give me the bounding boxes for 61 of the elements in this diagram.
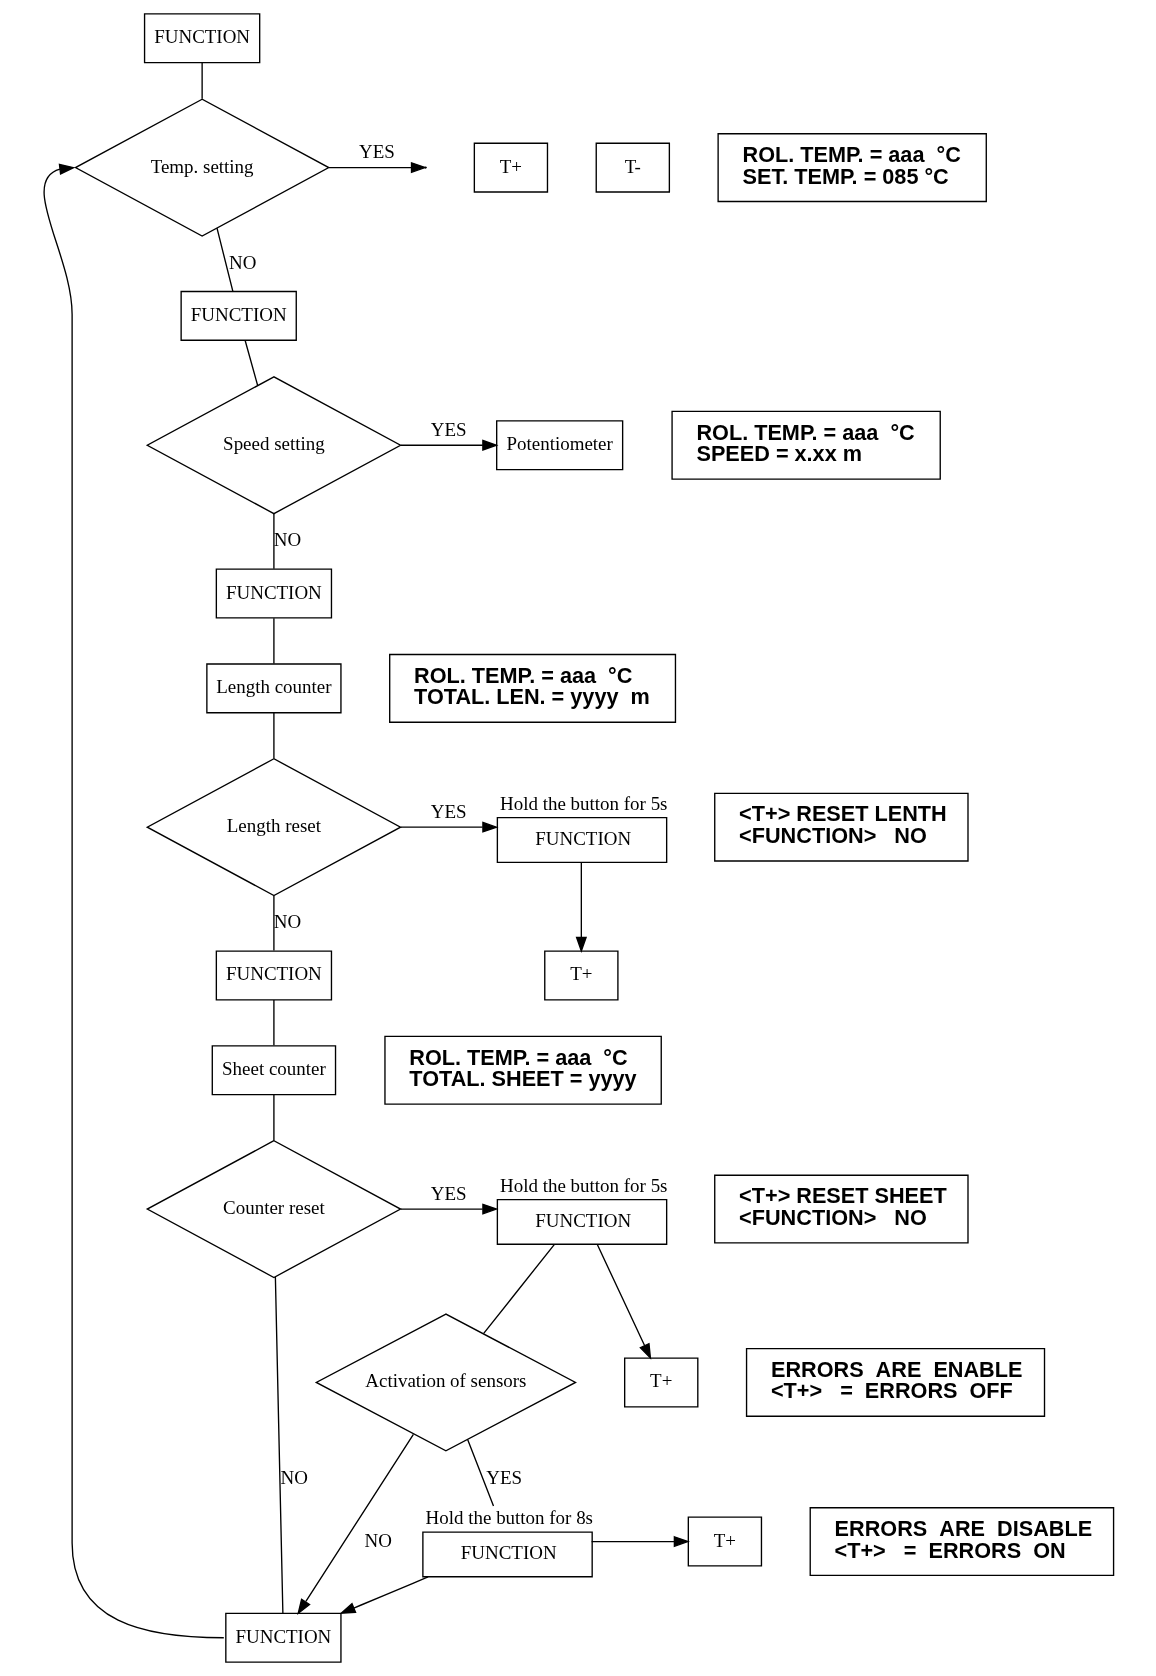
node-box: FUNCTION <box>179 290 297 341</box>
node-box: ROL. TEMP. = aaa °C TOTAL. SHEET = yyyy <box>383 1035 662 1105</box>
edge-label: YES <box>358 141 395 163</box>
node-label: Hold the button for 5s <box>499 1174 667 1196</box>
node-box: Sheet counter <box>211 1045 336 1096</box>
connector <box>200 62 203 100</box>
edge-label: NO <box>228 251 256 273</box>
node-box: T+ <box>623 1357 698 1408</box>
node-box: FUNCTION <box>143 13 260 64</box>
arrow <box>399 439 498 451</box>
node-box: ROL. TEMP. = aaa °C SET. TEMP. = 085 °C <box>716 133 987 203</box>
node-box: FUNCTION <box>421 1531 593 1578</box>
arrow <box>338 1576 429 1614</box>
arrow <box>43 163 224 1639</box>
arrow <box>399 821 498 833</box>
node-box: Length counter <box>205 663 342 714</box>
node-diamond: Length reset <box>145 758 402 897</box>
node-box: T+ <box>687 1516 762 1567</box>
node-box: T+ <box>543 950 619 1001</box>
node-box: T- <box>595 142 670 193</box>
node-box: Potentiometer <box>495 420 623 471</box>
node-box: ERRORS ARE DISABLE <T+> = ERRORS ON <box>809 1507 1114 1577</box>
node-box: FUNCTION <box>215 950 332 1001</box>
edge-label: YES <box>430 419 467 441</box>
node-box: <T+> RESET SHEET <FUNCTION> NO <box>713 1174 969 1244</box>
edge-label: NO <box>280 1466 308 1488</box>
node-box: ROL. TEMP. = aaa °C SPEED = x.xx m <box>670 410 941 480</box>
connector <box>274 1276 284 1614</box>
node-diamond: Speed setting <box>145 376 402 515</box>
connector <box>272 895 275 952</box>
node-label: Hold the button for 8s <box>425 1507 593 1529</box>
node-box: ROL. TEMP. = aaa °C TOTAL. LEN. = yyyy m <box>388 653 676 723</box>
arrow <box>596 1243 651 1360</box>
edge-label: YES <box>485 1466 522 1488</box>
node-box: FUNCTION <box>215 568 332 619</box>
edge-label: NO <box>364 1529 392 1551</box>
arrow <box>296 1433 414 1615</box>
node-box: FUNCTION <box>224 1612 342 1663</box>
connector <box>272 712 275 760</box>
node-box: FUNCTION <box>496 1198 667 1245</box>
node-diamond: Counter reset <box>145 1139 402 1279</box>
node-diamond: Temp. setting <box>73 98 330 237</box>
connector <box>466 1439 494 1507</box>
node-diamond: Activation of sensors <box>314 1313 577 1452</box>
connector <box>272 513 275 570</box>
connector <box>215 227 234 293</box>
arrow <box>590 1535 690 1548</box>
node-box: T+ <box>473 142 548 193</box>
node-box: <T+> RESET LENTH <FUNCTION> NO <box>713 792 969 862</box>
edge-label: YES <box>430 800 467 822</box>
connector <box>272 999 275 1047</box>
connector <box>272 617 275 665</box>
arrow <box>575 861 587 954</box>
connector <box>482 1243 555 1335</box>
arrow <box>399 1203 498 1215</box>
node-box: FUNCTION <box>496 817 667 864</box>
node-label: Hold the button for 5s <box>499 792 667 814</box>
node-box: ERRORS ARE ENABLE <T+> = ERRORS OFF <box>745 1347 1045 1417</box>
edge-label: YES <box>430 1182 467 1204</box>
connector <box>244 339 258 387</box>
connector <box>272 1094 275 1142</box>
